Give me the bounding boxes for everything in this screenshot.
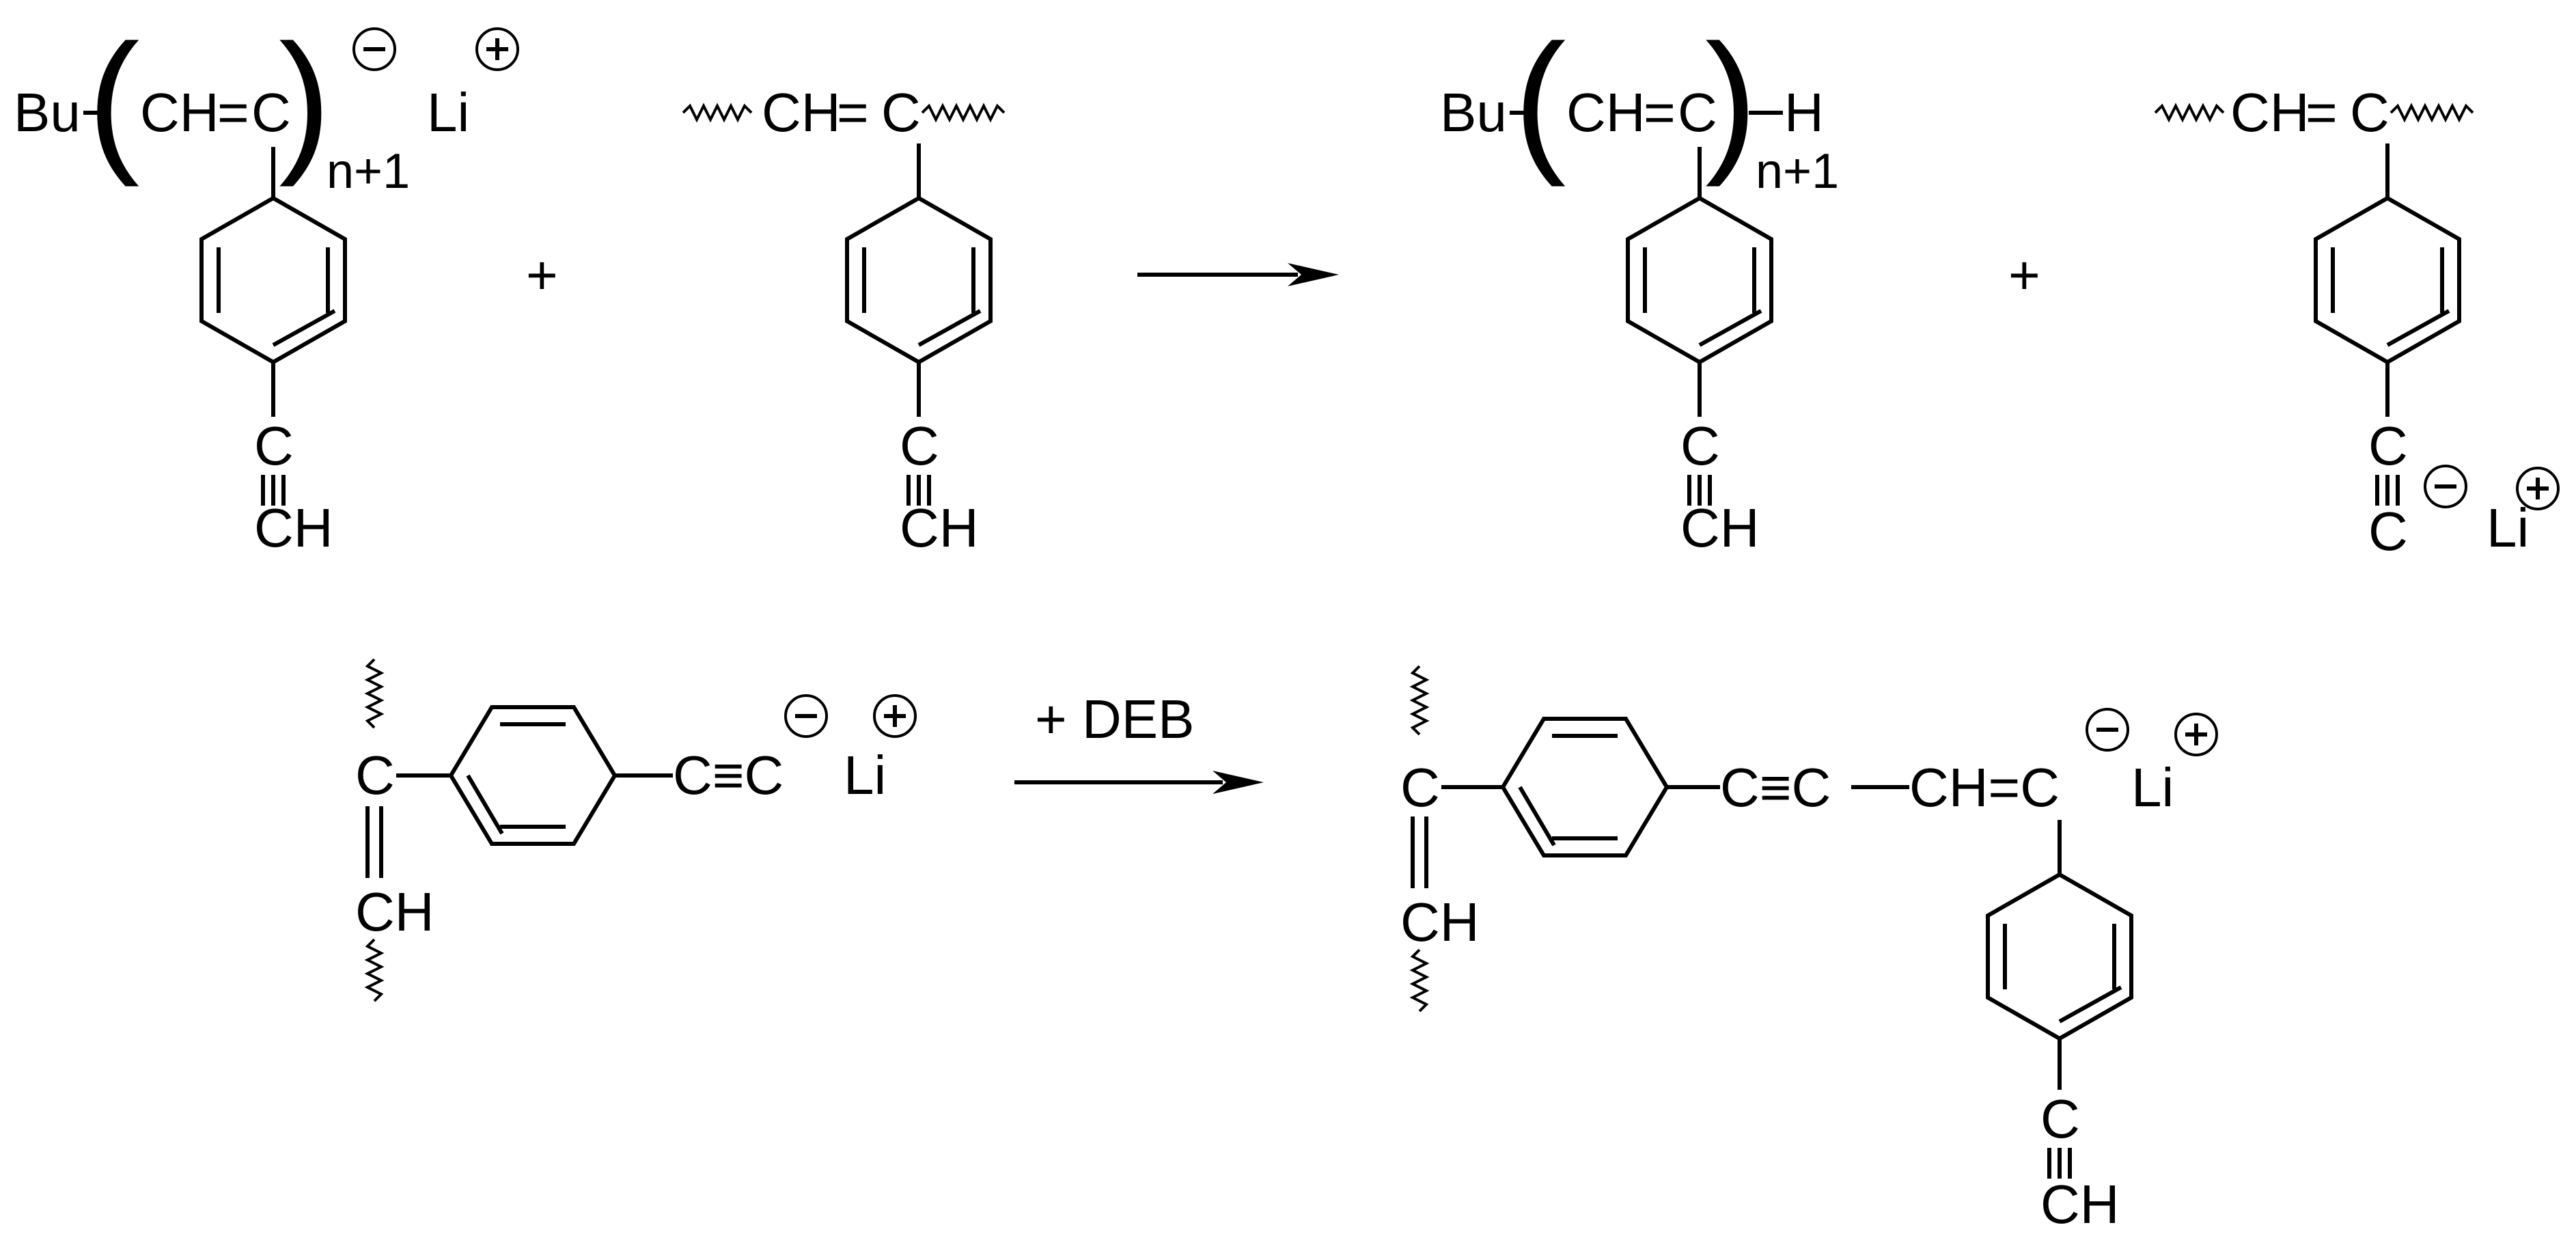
left-paren: ( <box>1514 12 1566 187</box>
ch-label: CH <box>254 497 333 558</box>
benzene-ring <box>845 195 993 365</box>
triple-bond <box>1687 475 1712 506</box>
h-label: H <box>1784 82 1824 143</box>
repeat-subscript: n+1 <box>327 144 410 199</box>
c-label: C <box>1400 757 1440 818</box>
double-bond-label: = <box>1644 82 1676 143</box>
plus-charge-icon <box>2174 713 2218 756</box>
benzene-ring <box>448 705 618 846</box>
li-label: Li <box>844 745 886 806</box>
right-paren: ) <box>279 12 331 187</box>
wavy-bond <box>2390 102 2474 123</box>
plus-sign: + <box>2008 245 2040 305</box>
minus-charge-icon <box>784 694 828 738</box>
c-label: C <box>1678 82 1717 143</box>
wavy-bond <box>1409 665 1430 736</box>
repeat-subscript: n+1 <box>1756 144 1839 199</box>
li-label: Li <box>427 82 469 143</box>
c-label: C <box>355 745 395 806</box>
minus-charge-icon <box>2424 465 2467 508</box>
triple-bond <box>261 475 286 506</box>
wavy-bond <box>1409 948 1430 1013</box>
reactant-living-chain: Bu ( CH = C ) n+1 Li C <box>14 12 519 558</box>
double-bond <box>365 806 383 878</box>
plus-charge-icon <box>475 27 519 71</box>
triple-bond-label: C≡C <box>673 745 784 806</box>
bu-label: Bu <box>1440 82 1507 143</box>
reactant-polymer: CH = C C CH <box>682 82 1006 558</box>
wavy-bond <box>364 658 385 729</box>
benzene-ring <box>1986 872 2133 1041</box>
triple-bond-label: C≡C <box>1720 757 1831 818</box>
benzene-ring <box>1500 717 1670 857</box>
ch-label: CH <box>1400 892 1480 952</box>
wavy-bond <box>682 102 753 123</box>
right-paren: ) <box>1705 12 1758 187</box>
product-acetylide-polymer: CH = C C C Li <box>2154 82 2560 562</box>
triple-bond <box>2047 1148 2072 1179</box>
ch-label: CH <box>1566 82 1646 143</box>
ch-c-label: CH=C <box>1909 757 2060 818</box>
c-label: C <box>900 415 939 476</box>
c-label: C <box>2040 1088 2080 1149</box>
ch-label: CH <box>355 881 434 942</box>
reaction-arrow: + DEB <box>1014 689 1264 794</box>
double-bond-label: = <box>2305 82 2338 143</box>
triple-bond <box>2375 475 2400 506</box>
reaction-arrow <box>1137 263 1339 286</box>
ch-label: CH <box>900 497 979 558</box>
wavy-bond <box>2154 102 2225 123</box>
benzene-ring <box>2314 195 2461 365</box>
ch-label: CH <box>140 82 219 143</box>
reactant-pendant-acetylide: C CH C≡C Li <box>355 658 917 1002</box>
plus-charge-icon <box>2516 467 2560 510</box>
product-terminated-chain: Bu ( CH = C ) H n+1 C CH <box>1440 12 1839 558</box>
ch-label: CH <box>2040 1174 2120 1235</box>
c-label: C <box>2368 501 2408 562</box>
product-crosslink: C CH C≡C CH=C Li <box>1400 665 2218 1235</box>
c-label: C <box>251 82 291 143</box>
li-label: Li <box>2131 757 2174 818</box>
plus-charge-icon <box>873 694 917 738</box>
c-label: C <box>881 82 921 143</box>
wavy-bond <box>364 938 385 1002</box>
c-label: C <box>254 415 294 476</box>
benzene-ring <box>199 195 347 365</box>
c-label: C <box>1680 415 1720 476</box>
plus-sign: + <box>526 245 558 305</box>
triple-bond <box>906 475 931 506</box>
c-label: C <box>2368 415 2408 476</box>
double-bond-label: = <box>217 82 249 143</box>
left-paren: ( <box>87 12 140 187</box>
li-label: Li <box>2487 497 2529 558</box>
ch-label: CH <box>2230 82 2310 143</box>
minus-charge-icon <box>2086 708 2129 752</box>
wavy-bond <box>921 102 1006 123</box>
ch-label: CH <box>762 82 841 143</box>
double-bond <box>1411 816 1428 888</box>
benzene-ring <box>1626 195 1773 365</box>
minus-charge-icon <box>352 27 396 71</box>
double-bond-label: = <box>837 82 869 143</box>
c-label: C <box>2350 82 2390 143</box>
ch-label: CH <box>1680 497 1760 558</box>
reagent-label: + DEB <box>1035 689 1194 750</box>
bu-label: Bu <box>14 82 81 143</box>
